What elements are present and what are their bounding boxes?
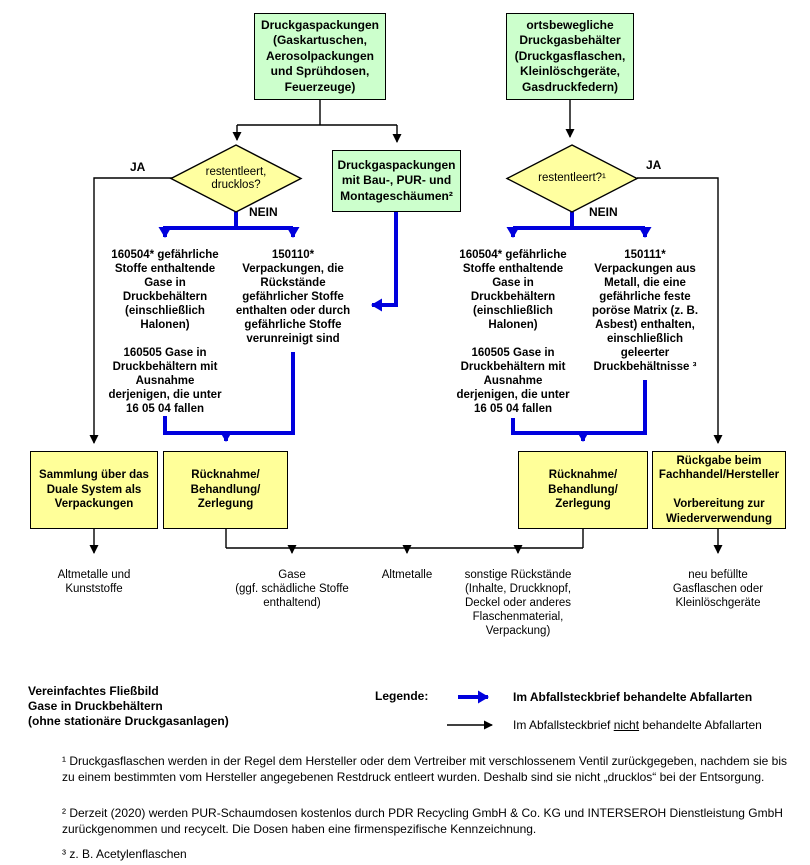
nein-split-left (163, 212, 293, 230)
process-box-sammlung: Sammlung über das Duale System als Verpa… (30, 451, 158, 529)
output-gase: Gase (ggf. schädliche Stoffe enthaltend) (235, 569, 349, 609)
process-box-ruecknahme-left: Rücknahme/ Behandlung/ Zerlegung (163, 451, 288, 529)
arrow-ja-left (89, 177, 173, 444)
diagram-caption: Vereinfachtes Fließbild Gase in Druckbeh… (28, 684, 229, 728)
legend-untreated-pre: Im Abfallsteckbrief (513, 718, 614, 732)
foam-box: Druckgaspackungen mit Bau-, PUR- und Mon… (332, 150, 461, 212)
source-box-druckgasbehaelter: ortsbewegliche Druckgasbehälter (Druckga… (506, 13, 634, 100)
ja-label-left: JA (130, 160, 146, 174)
legend-untreated-post: behandelte Abfallarten (639, 718, 762, 732)
legend-untreated-nicht: nicht (613, 718, 640, 732)
decision-right-label: restentleert?¹ (538, 172, 606, 185)
merge-left (163, 352, 295, 440)
decision-diamond-left (169, 144, 303, 213)
waste-col-160504-right: 160504* gefährliche Stoffe enthaltende G… (456, 249, 570, 415)
decision-diamond-right (505, 144, 639, 213)
merge-right (511, 380, 647, 440)
legend-title: Legende: (375, 689, 429, 703)
footnote-1: ¹ Druckgasflaschen werden in der Regel d… (62, 754, 788, 784)
distribution-bar (225, 529, 584, 549)
nein-label-right: NEIN (589, 205, 618, 219)
output-altmetalle: Altmetalle (381, 569, 433, 581)
decision-left-label: restentleert, drucklos? (205, 165, 267, 192)
nein-label-left: NEIN (249, 205, 278, 219)
nein-split-right (513, 212, 645, 230)
arrow-foam-to-col2 (371, 212, 398, 312)
process-box-ruecknahme-right: Rücknahme/ Behandlung/ Zerlegung (518, 451, 648, 529)
process-box-rueckgabe: Rückgabe beim Fachhandel/Hersteller Vorb… (652, 451, 786, 529)
arrow-ja-right (637, 177, 723, 444)
waste-col-150111: 150111* Verpackungen aus Metall, die ein… (591, 249, 699, 373)
source-box-druckgaspackungen: Druckgaspackungen (Gaskartuschen, Aeroso… (254, 13, 386, 100)
connector-source-left-split (237, 100, 397, 126)
output-neu-befuellte: neu befüllte Gasflaschen oder Kleinlösch… (672, 569, 764, 609)
output-altmetalle-kunststoffe: Altmetalle und Kunststoffe (57, 569, 131, 595)
ja-label-right: JA (646, 158, 662, 172)
waste-col-160504-left: 160504* gefährliche Stoffe enthaltende G… (108, 249, 222, 415)
legend-entry-untreated: Im Abfallsteckbrief nicht behandelte Abf… (513, 718, 762, 732)
footnote-3: ³ z. B. Acetylenflaschen (62, 847, 187, 861)
waste-col-150110: 150110* Verpackungen, die Rückstände gef… (235, 249, 351, 345)
footnote-2: ² Derzeit (2020) werden PUR-Schaumdosen … (62, 806, 783, 836)
output-sonstige-rueckstaende: sonstige Rückstände (Inhalte, Druckknopf… (464, 569, 572, 637)
legend-entry-treated: Im Abfallsteckbrief behandelte Abfallart… (513, 690, 753, 704)
